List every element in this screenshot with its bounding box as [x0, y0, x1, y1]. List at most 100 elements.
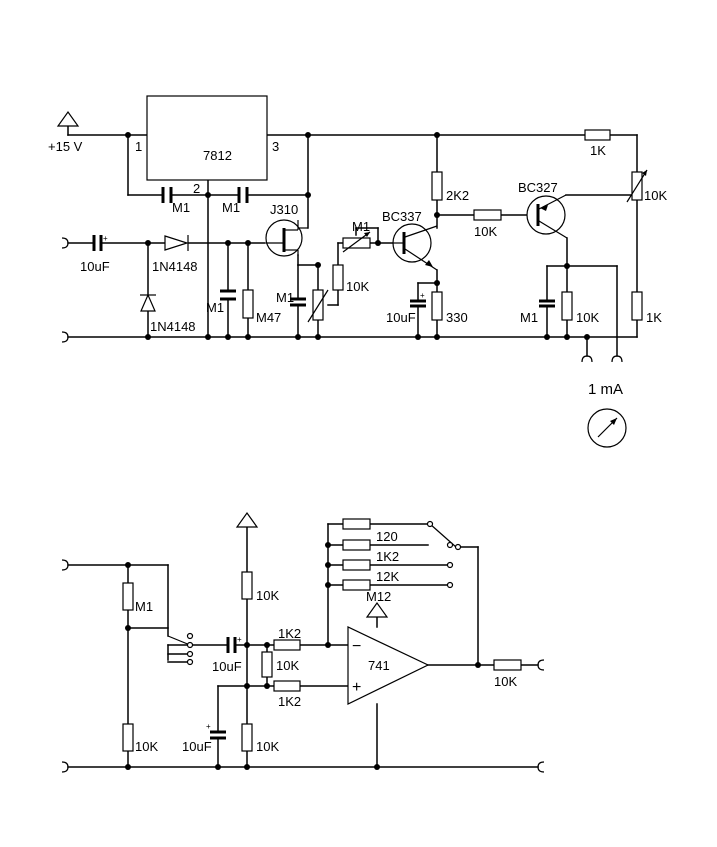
circuit2-junctions: [125, 542, 481, 770]
resistor-1k2-neg: [273, 639, 301, 651]
meter-icon: [587, 408, 627, 448]
resistor-fb-12k: [342, 559, 371, 571]
opamp-741: [347, 626, 430, 705]
svg-text:+: +: [206, 722, 211, 731]
resistor-330-label: 330: [446, 310, 468, 325]
diode1-label: 1N4148: [152, 259, 198, 274]
c2-output-terminal: [537, 659, 545, 671]
input-terminal: [61, 237, 69, 249]
c2-vminus-terminal: [365, 601, 389, 618]
c2-input-terminal: [61, 559, 69, 571]
opamp-plus: +: [352, 679, 361, 696]
svg-text:+: +: [420, 291, 425, 300]
resistor-src-label: 10K: [346, 279, 369, 294]
c2-fb1-label: 120: [376, 529, 398, 544]
resistor-1k2-pos: [273, 680, 301, 692]
cap-out-label: M1: [222, 200, 240, 215]
svg-text:+: +: [103, 234, 108, 243]
resistor-m47: [242, 289, 254, 319]
transistor-bc337: [392, 223, 438, 271]
cap-gate-m1: [220, 289, 236, 301]
supply-terminal: [56, 110, 80, 127]
regulator-name: 7812: [203, 148, 232, 163]
resistor-2k2-label: 2K2: [446, 188, 469, 203]
opamp-label: 741: [368, 658, 390, 673]
cap-couple-10uf: +: [226, 635, 242, 653]
regulator-pin1: 1: [135, 139, 142, 154]
regulator-pin2: 2: [193, 181, 200, 196]
cap-out-m1-b: [539, 299, 555, 308]
resistor-1k-right: [631, 291, 643, 321]
meter-terminals: [581, 355, 623, 363]
diode2-label: 1N4148: [150, 319, 196, 334]
trim-m1-label: M1: [352, 219, 370, 234]
range-switch-contacts: [167, 632, 194, 666]
cap-in-label: M1: [172, 200, 190, 215]
c2-couple-label: 10uF: [212, 659, 242, 674]
resistor-10k-div-bot: [122, 723, 134, 752]
c2-bias-mid-label: 10K: [276, 658, 299, 673]
cap-emitter-label: 10uF: [386, 310, 416, 325]
c2-fb4-label: M12: [366, 589, 391, 604]
regulator-pin3: 3: [272, 139, 279, 154]
ground-terminal: [61, 331, 69, 343]
c2-vplus-terminal: [235, 511, 259, 528]
resistor-10k-bias-bot: [241, 723, 253, 752]
diode-1n4148-shunt: [140, 293, 156, 312]
q1-label: BC337: [382, 209, 422, 224]
diode-1n4148-series: [164, 235, 189, 251]
resistor-10k-out-c2: [493, 659, 522, 671]
resistor-m1-div: [122, 582, 134, 611]
circuit1-junctions: [125, 132, 590, 340]
cap-in-m1: [161, 187, 173, 203]
cap-emitter-10uf: +: [410, 291, 426, 308]
fet-j310: [265, 219, 308, 257]
cap-source-m1: [290, 297, 306, 307]
resistor-10k-bias-mid: [261, 651, 273, 678]
c2-ground-terminal: [61, 761, 69, 773]
cap-input-10uf: +: [92, 234, 108, 251]
resistor-10k-base: [473, 209, 502, 221]
resistor-10k-src: [332, 264, 344, 291]
c2-bias-cap-label: 10uF: [182, 739, 212, 754]
c2-rin-neg-label: 1K2: [278, 626, 301, 641]
q2-label: BC327: [518, 180, 558, 195]
c2-ground-out-terminal: [537, 761, 545, 773]
trim-m1: [342, 231, 371, 253]
resistor-m47-label: M47: [256, 310, 281, 325]
svg-text:+: +: [237, 635, 242, 644]
regulator-7812: 7812 1 2 3: [135, 95, 279, 196]
resistor-2k2: [431, 171, 443, 201]
c2-div-bot-label: 10K: [135, 739, 158, 754]
fet-label: J310: [270, 202, 298, 217]
resistor-out2-label: 10K: [576, 310, 599, 325]
c2-fb3-label: 12K: [376, 569, 399, 584]
resistor-1k-top-label: 1K: [590, 143, 606, 158]
resistor-fb-1k2: [342, 539, 371, 551]
cap-gate-label: M1: [206, 300, 224, 315]
trim-10k-meter: [626, 169, 648, 203]
c2-m1-label: M1: [135, 599, 153, 614]
c2-fb2-label: 1K2: [376, 549, 399, 564]
resistor-fb-120: [342, 518, 371, 530]
cap-input-label: 10uF: [80, 259, 110, 274]
resistor-base-label: 10K: [474, 224, 497, 239]
cap-out-m1: [237, 187, 249, 203]
trim-source: [307, 289, 329, 323]
cap-bias-10uf: +: [206, 722, 226, 740]
c2-rout-label: 10K: [494, 674, 517, 689]
resistor-10k-out: [561, 291, 573, 321]
resistor-fb-m12: [342, 579, 371, 591]
c2-rin-pos-label: 1K2: [278, 694, 301, 709]
cap-out2-label: M1: [520, 310, 538, 325]
transistor-bc327: [526, 194, 568, 239]
meter-label: 1 mA: [588, 381, 623, 398]
c2-bias-bot-label: 10K: [256, 739, 279, 754]
feedback-switch-contacts: [426, 520, 462, 589]
resistor-10k-bias-top: [241, 571, 253, 600]
resistor-1k-right-label: 1K: [646, 310, 662, 325]
c2-bias-top-label: 10K: [256, 588, 279, 603]
resistor-1k-top: [584, 129, 611, 141]
resistor-330: [431, 291, 443, 321]
opamp-minus: −: [352, 638, 361, 655]
